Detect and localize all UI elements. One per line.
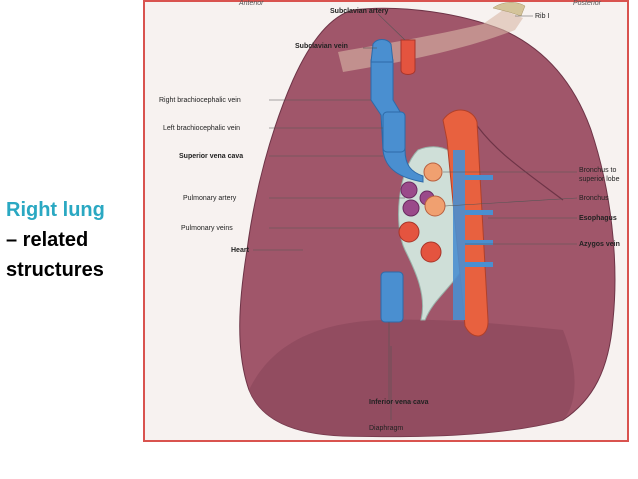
bronchus-to-superior-lobe-label-2: superior lobe — [579, 176, 620, 183]
heart-label: Heart — [231, 247, 249, 254]
subclavian-artery-label: Subclavian artery — [330, 8, 389, 15]
esophagus-label: Esophagus — [579, 215, 617, 222]
pulmonary-artery-1 — [400, 181, 418, 199]
lung-fold — [249, 319, 575, 437]
title-line-1: Right lung — [6, 199, 105, 221]
diaphragm-label: Diaphragm — [369, 425, 404, 432]
inferior-vena-cava — [380, 271, 404, 323]
azygos-branch-2 — [465, 210, 493, 215]
lung-fissure — [472, 119, 564, 201]
left-brachiocephalic-vein-label: Left brachiocephalic vein — [163, 125, 241, 132]
subclavian-artery — [400, 39, 416, 75]
azygos-vein-label: Azygos vein — [579, 241, 620, 248]
rib-head — [492, 2, 526, 17]
lung-drawing — [143, 0, 629, 442]
subclavian-vein-label: Subclavian vein — [295, 43, 348, 50]
azygos-branch-4 — [465, 262, 493, 267]
azygos-vein — [453, 150, 465, 320]
bronchus-label: Bronchus — [579, 195, 609, 202]
bronchus-main — [424, 195, 446, 217]
posterior-label: Posterior — [573, 0, 602, 7]
pulmonary-artery-2 — [402, 199, 420, 217]
pulmonary-vein-2 — [420, 241, 442, 263]
superior-vena-cava-label: Superior vena cava — [179, 153, 244, 160]
right-brachiocephalic-vein — [370, 39, 394, 63]
rib-label: Rib I — [535, 13, 550, 20]
lung-illustration: Anterior Posterior Subclavian artery Rib… — [143, 0, 629, 442]
slide-title: Right lung – related structures — [6, 195, 134, 285]
bronchus-superior-lobe — [423, 162, 443, 182]
azygos-branch-1 — [465, 175, 493, 180]
left-brachiocephalic-vein — [382, 111, 406, 153]
bronchus-to-superior-lobe-label-1: Bronchus to — [579, 167, 617, 174]
title-line-3: structures — [6, 259, 104, 281]
pulmonary-veins-label: Pulmonary veins — [181, 225, 233, 232]
pulmonary-vein-1 — [398, 221, 420, 243]
pulmonary-artery-label: Pulmonary artery — [183, 195, 237, 202]
right-brachiocephalic-vein-label: Right brachiocephalic vein — [159, 97, 241, 104]
leader-lines — [253, 13, 578, 420]
title-line-2: – related — [6, 229, 89, 251]
anterior-label: Anterior — [239, 0, 264, 7]
inferior-vena-cava-label: Inferior vena cava — [369, 399, 429, 406]
azygos-branch-3 — [465, 240, 493, 245]
